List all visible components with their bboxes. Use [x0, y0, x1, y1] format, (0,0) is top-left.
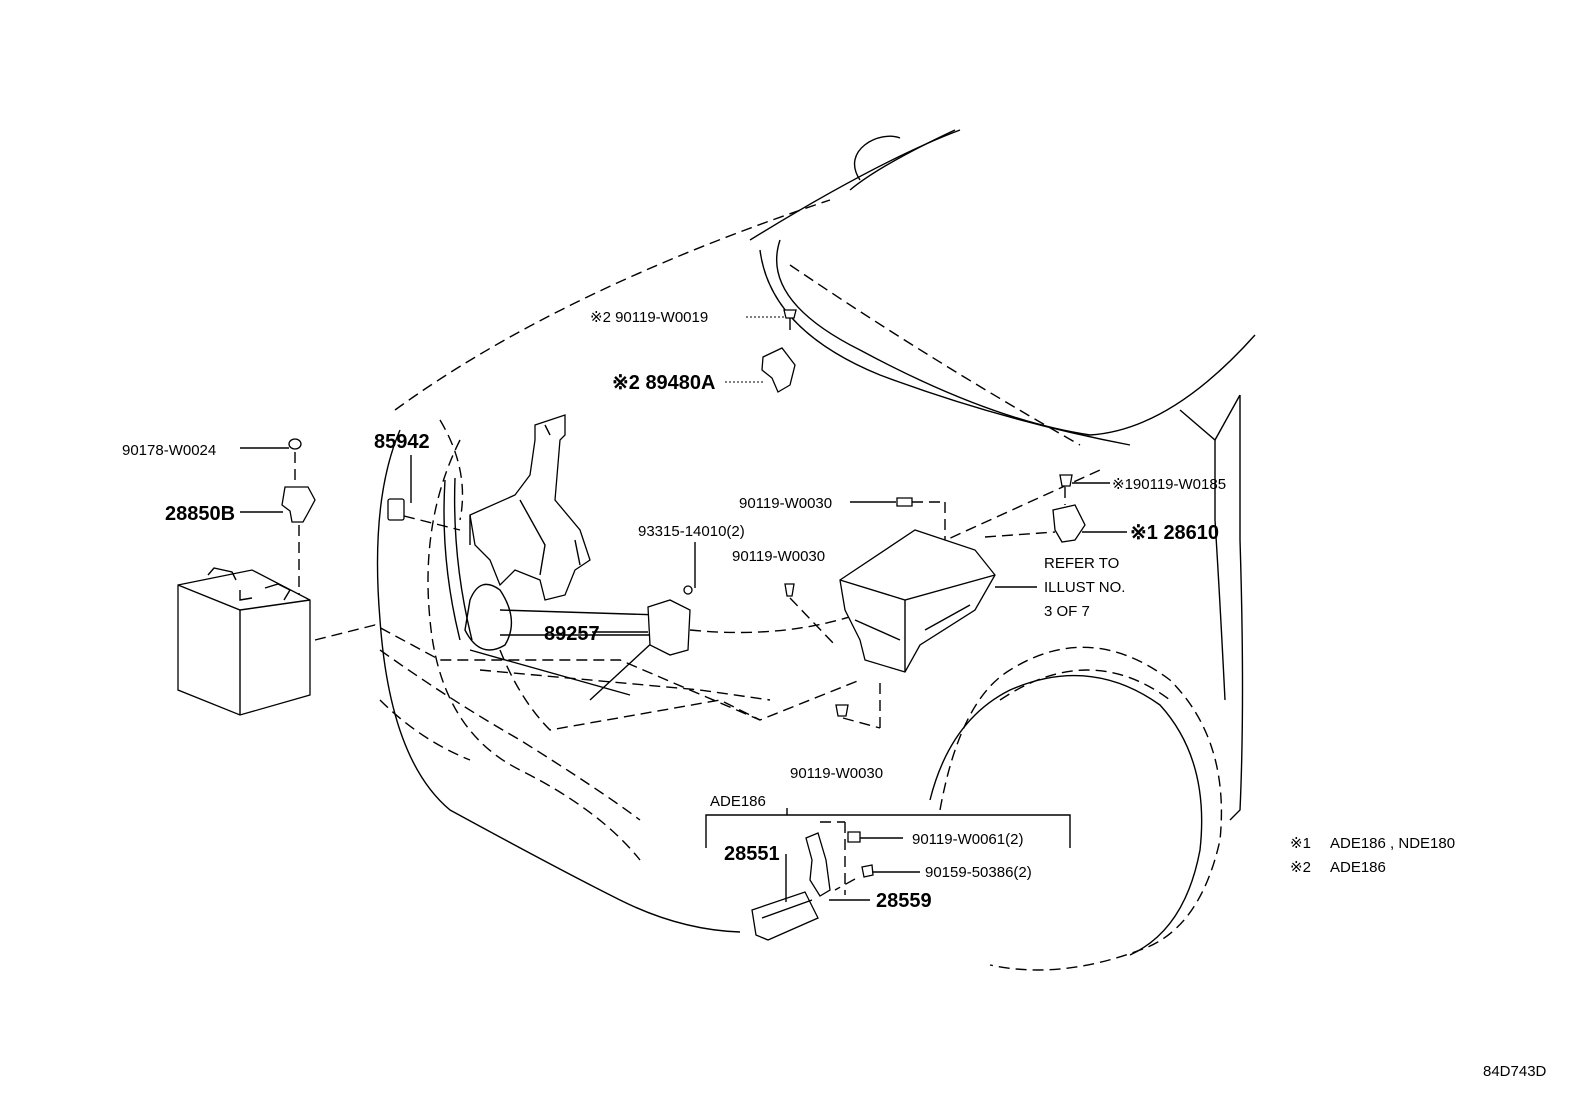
legend-text-1: ADE186 , NDE180: [1330, 835, 1455, 852]
legend-text-2: ADE186: [1330, 859, 1386, 876]
part-labels: ※2 90119-W0019 ※2 89480A 90178-W0024 859…: [122, 309, 1226, 912]
fuse-box-icon: [839, 529, 996, 673]
ecu-28551-icon: [751, 891, 819, 941]
refer-note-line-3: 3 OF 7: [1044, 603, 1090, 620]
bracket-28559-icon: [805, 832, 831, 897]
part-icons: [281, 309, 1086, 941]
label-90119-w0030-c: 90119-W0030: [790, 765, 883, 782]
nut-90178-icon: [288, 438, 302, 450]
legend-mark-1: ※1: [1290, 835, 1311, 852]
label-89257: 89257: [544, 623, 600, 645]
ecu-89257-icon: [647, 599, 691, 656]
refer-note-line-1: REFER TO: [1044, 555, 1119, 572]
label-90159-50386: 90159-50386(2): [925, 864, 1032, 881]
label-90119-w0061: 90119-W0061(2): [912, 831, 1023, 848]
sensor-28610-icon: [1052, 504, 1086, 543]
label-90178-w0024: 90178-W0024: [122, 442, 216, 459]
screw-93315-icon: [683, 585, 693, 595]
label-90119-w0019: ※2 90119-W0019: [590, 309, 708, 326]
label-90119-w0185: ※190119-W0185: [1112, 476, 1226, 493]
screw-90159-50386-icon: [861, 864, 874, 878]
label-85942: 85942: [374, 431, 430, 453]
bracket-89480a-icon: [761, 347, 796, 393]
bolt-90119-w0030-a-icon: [896, 497, 913, 507]
legend: ※1 ADE186 , NDE180 ※2 ADE186: [1290, 835, 1455, 876]
part-85942-icon: [387, 498, 405, 521]
vehicle-body-outline: [314, 129, 1256, 971]
bolt-90119-w0030-c-icon: [835, 704, 849, 717]
label-90119-w0030-b: 90119-W0030: [732, 548, 825, 565]
refer-note-line-2: ILLUST NO.: [1044, 579, 1125, 596]
leader-lines: [240, 316, 1127, 902]
refer-note: REFER TO ILLUST NO. 3 OF 7: [1044, 555, 1125, 620]
bolt-90119-w0030-b-icon: [784, 583, 795, 597]
bolt-90119-w0185-icon: [1059, 474, 1073, 487]
bolt-90119-w0061-icon: [847, 831, 861, 843]
label-90119-w0030-a: 90119-W0030: [739, 495, 832, 512]
label-28610: ※1 28610: [1130, 522, 1219, 544]
washer-tank-assembly: [469, 414, 591, 601]
label-28850b: 28850B: [165, 503, 235, 525]
label-93315-14010: 93315-14010(2): [638, 523, 745, 540]
legend-mark-2: ※2: [1290, 859, 1311, 876]
label-89480a: ※2 89480A: [612, 372, 716, 394]
label-ade186-group: ADE186: [710, 793, 766, 810]
sensor-28850b-icon: [281, 486, 316, 523]
bolt-90119-w0019-icon: [783, 309, 797, 319]
figure-id: 84D743D: [1483, 1063, 1547, 1080]
label-28551: 28551: [724, 843, 780, 865]
ade186-group-bracket: [705, 808, 1071, 848]
battery: [177, 567, 311, 716]
label-28559: 28559: [876, 890, 932, 912]
